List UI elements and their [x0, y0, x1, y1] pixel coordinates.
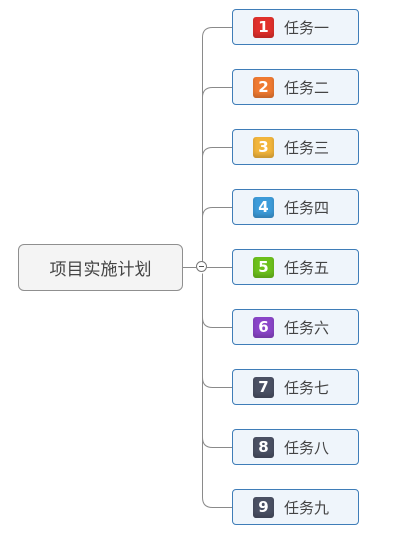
task-label: 任务四: [284, 198, 330, 217]
task-number-badge: 7: [253, 376, 274, 398]
branch-line-1: [202, 27, 232, 262]
task-node-1[interactable]: 1 任务一: [232, 9, 359, 45]
task-node-3[interactable]: 3 任务三: [232, 129, 359, 165]
task-number-badge: 6: [253, 316, 274, 338]
task-label: 任务九: [284, 498, 330, 517]
task-number-badge: 5: [253, 256, 274, 278]
task-number-badge: 8: [253, 436, 274, 458]
task-node-6[interactable]: 6 任务六: [232, 309, 359, 345]
root-node[interactable]: 项目实施计划: [18, 244, 183, 291]
branch-line-7: [202, 273, 232, 388]
task-number-badge: 9: [253, 496, 274, 518]
branch-line-4: [202, 207, 232, 262]
branch-line-3: [202, 147, 232, 262]
task-number-badge: 2: [253, 76, 274, 98]
collapse-toggle-icon[interactable]: [196, 261, 207, 272]
branch-line-9: [202, 273, 232, 508]
task-node-4[interactable]: 4 任务四: [232, 189, 359, 225]
task-label: 任务三: [284, 138, 330, 157]
task-number-badge: 1: [253, 16, 274, 38]
branch-line-6: [202, 273, 232, 328]
task-label: 任务八: [284, 438, 330, 457]
task-label: 任务七: [284, 378, 330, 397]
task-number-badge: 3: [253, 136, 274, 158]
task-number-badge: 4: [253, 196, 274, 218]
task-node-7[interactable]: 7 任务七: [232, 369, 359, 405]
task-node-9[interactable]: 9 任务九: [232, 489, 359, 525]
root-label: 项目实施计划: [49, 260, 152, 280]
task-label: 任务六: [284, 318, 330, 337]
branch-line-2: [202, 87, 232, 262]
task-label: 任务二: [284, 78, 330, 97]
task-node-8[interactable]: 8 任务八: [232, 429, 359, 465]
branch-line-8: [202, 273, 232, 448]
task-label: 任务一: [284, 18, 330, 37]
task-label: 任务五: [284, 258, 330, 277]
task-node-2[interactable]: 2 任务二: [232, 69, 359, 105]
task-node-5[interactable]: 5 任务五: [232, 249, 359, 285]
